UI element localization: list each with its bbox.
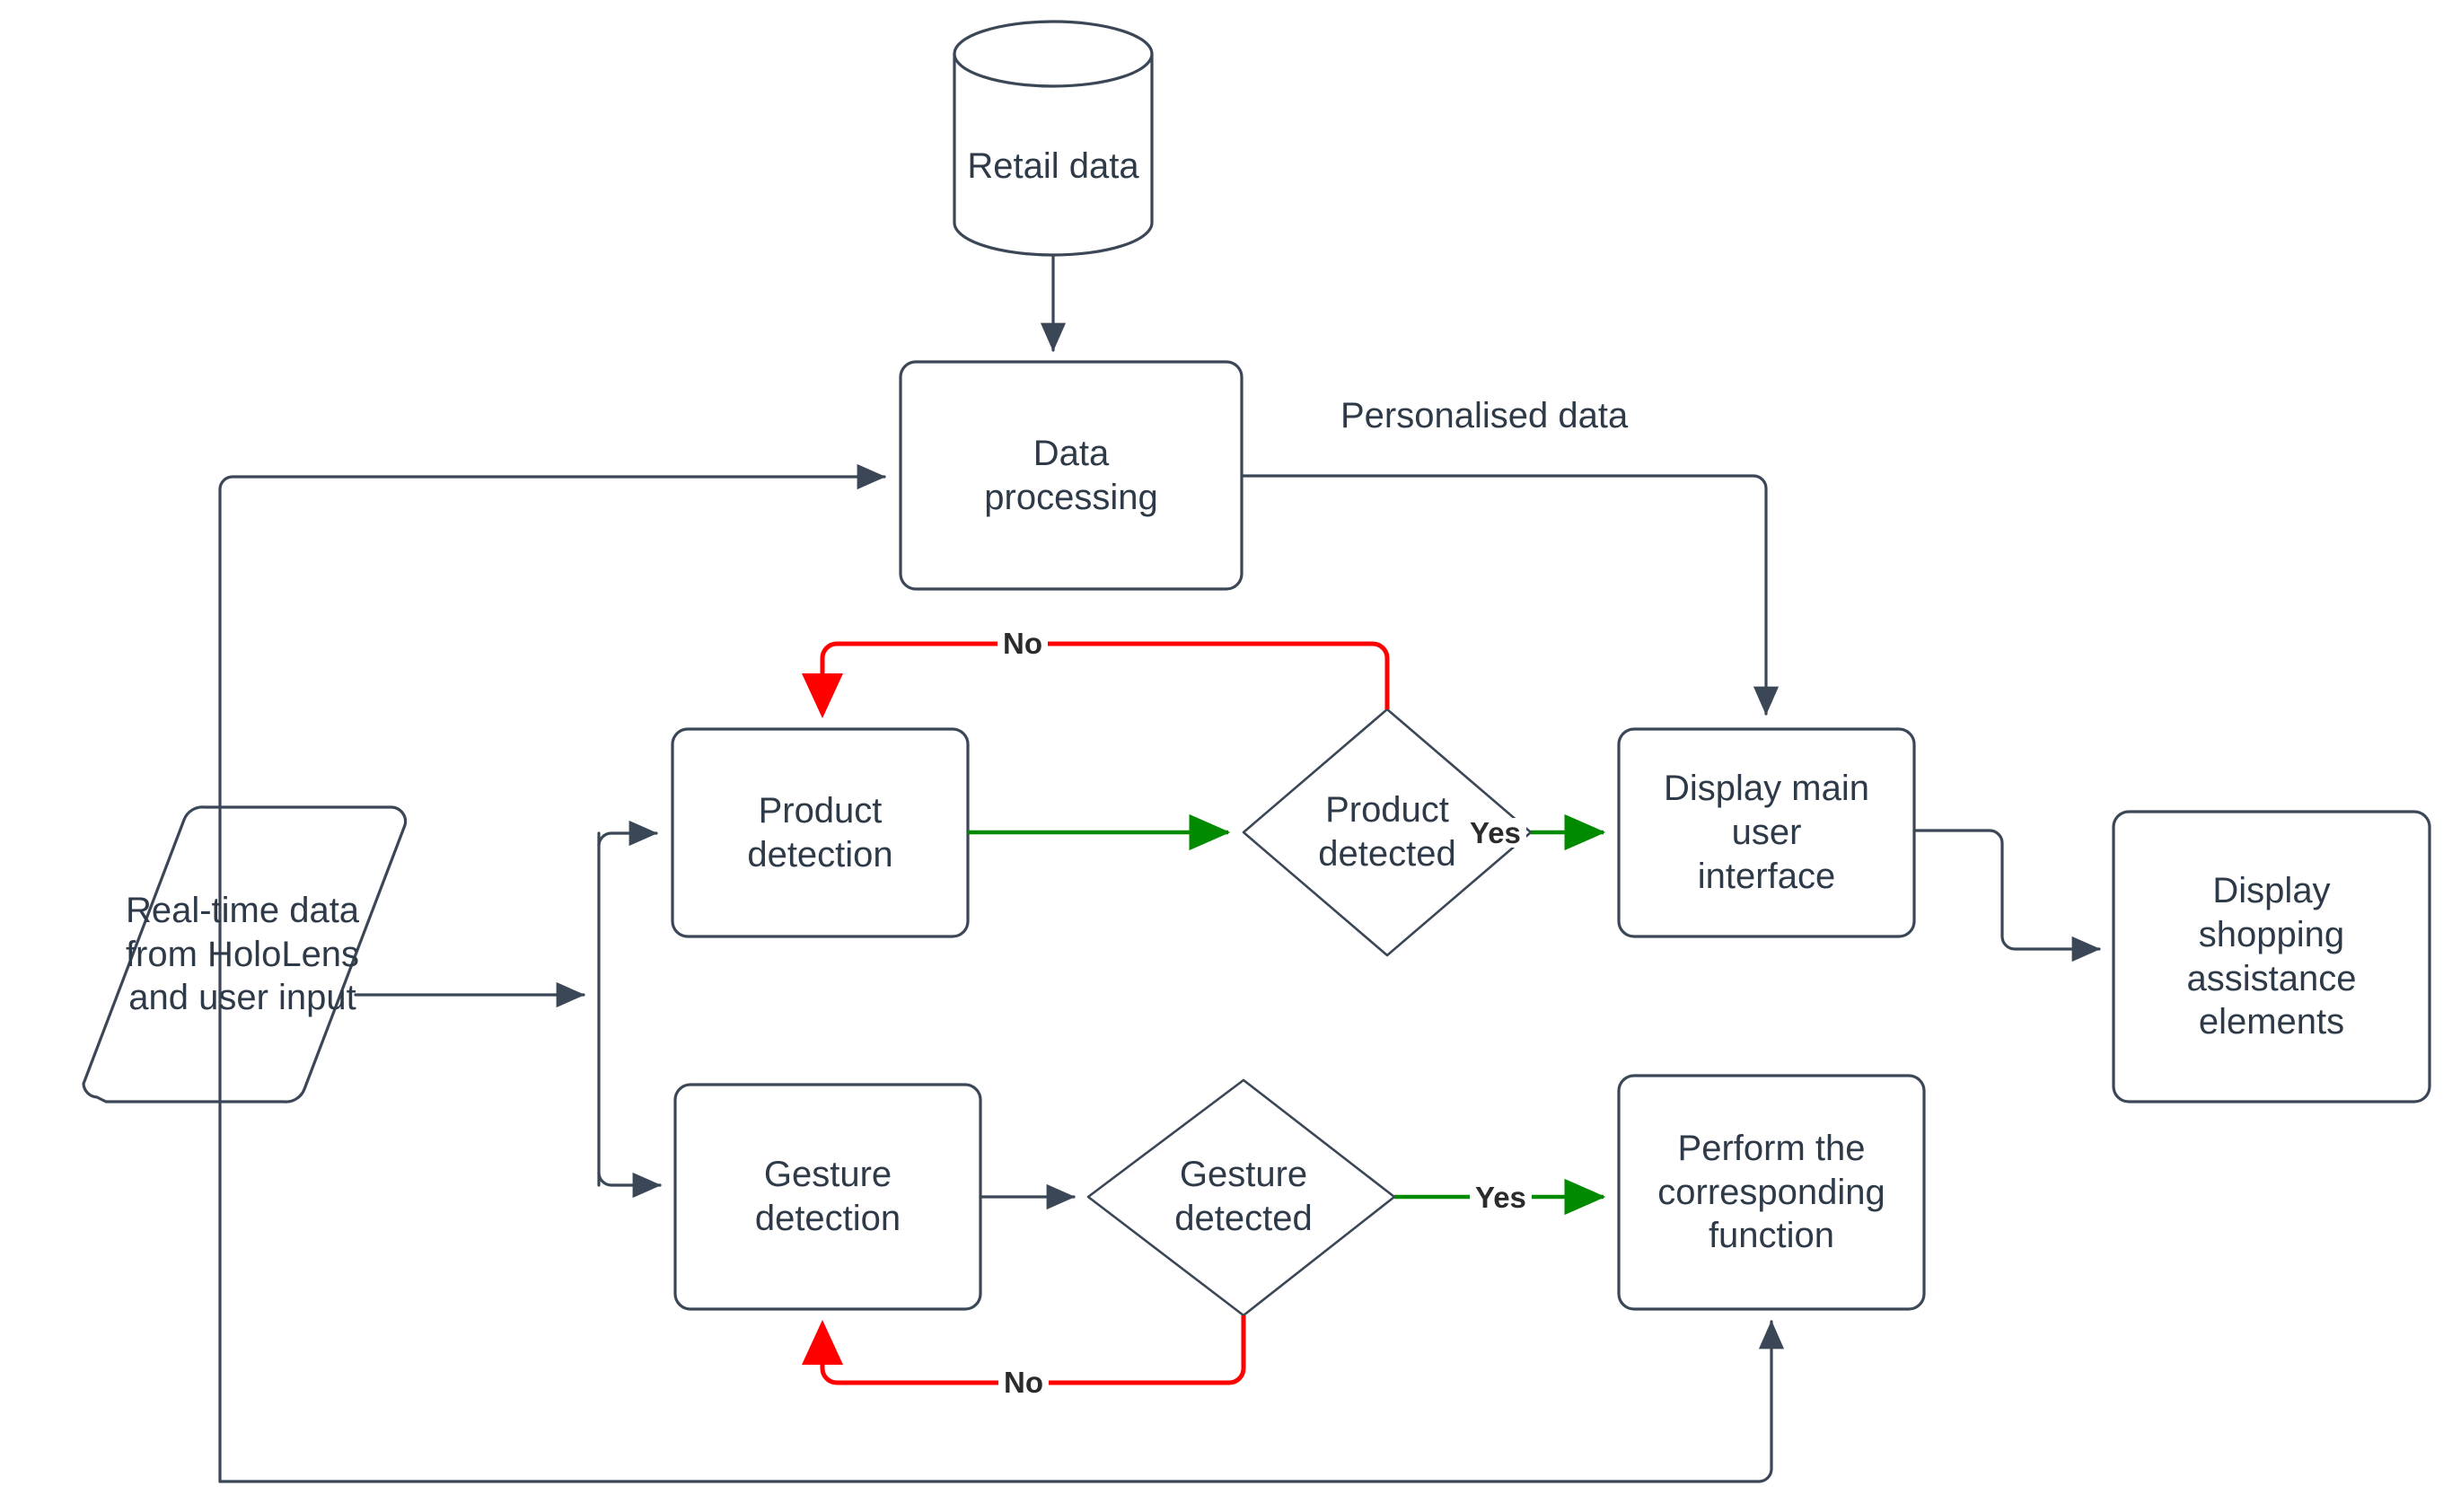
- edge-branch-to-product: [597, 820, 658, 848]
- edge-label-gesture-no: No: [998, 1367, 1049, 1397]
- edge-bottom-return-bus: [218, 1320, 1785, 1483]
- edge-processing-to-display-main: [1240, 474, 1780, 716]
- edge-label-product-no: No: [997, 629, 1048, 658]
- edge-label-personalised-data: Personalised data: [1335, 398, 1634, 434]
- node-gesture-detection[interactable]: [673, 1083, 982, 1311]
- node-gesture-detected[interactable]: [1086, 1078, 1396, 1317]
- node-perform-function[interactable]: [1617, 1074, 1926, 1311]
- edge-product-detected-no: [802, 641, 1390, 718]
- edge-feedback-to-processing: [218, 463, 886, 1483]
- edge-label-product-yes: Yes: [1464, 818, 1526, 848]
- node-product-detection[interactable]: [671, 727, 970, 938]
- edge-branch-to-gesture: [597, 1171, 662, 1199]
- node-retail-data[interactable]: [953, 20, 1154, 257]
- node-display-main-ui[interactable]: [1617, 727, 1916, 938]
- node-display-shopping-assistance[interactable]: [2112, 810, 2431, 1103]
- node-realtime-input[interactable]: [82, 805, 408, 1103]
- edge-label-gesture-yes: Yes: [1470, 1182, 1532, 1212]
- edge-display-main-to-shopping: [1912, 829, 2101, 963]
- node-data-processing[interactable]: [899, 360, 1244, 591]
